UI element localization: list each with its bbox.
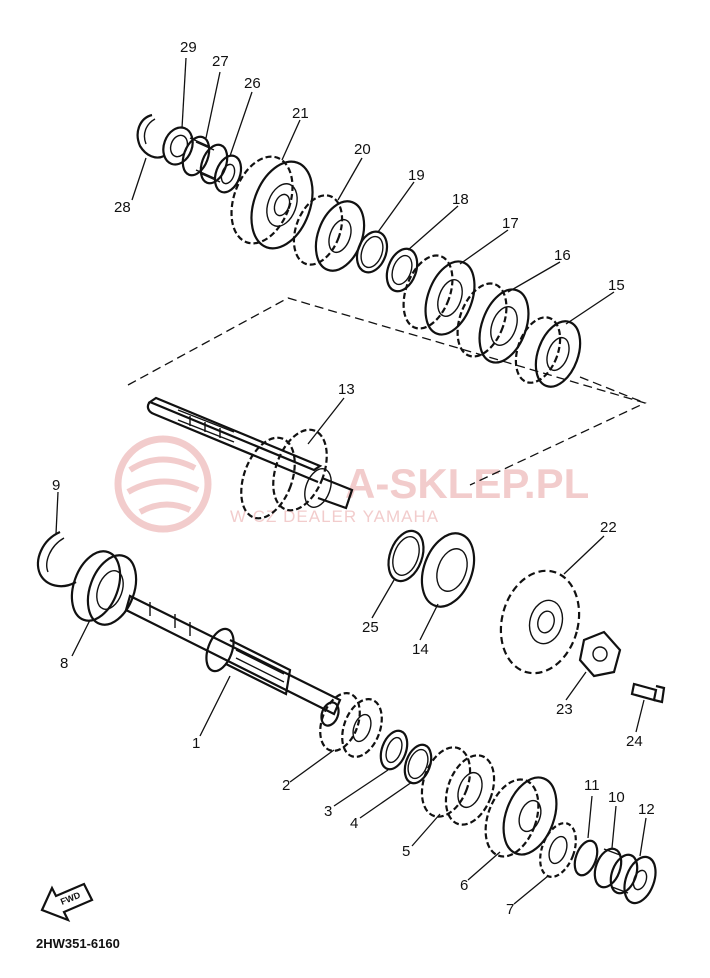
- callout-19: 19: [408, 167, 425, 184]
- watermark-brand: A-SKLEP.PL: [345, 460, 589, 507]
- callout-16: 16: [554, 247, 571, 264]
- watermark: A-SKLEP.PL W CZ DEALER YAMAHA: [114, 435, 589, 533]
- leader-lines: [55, 57, 647, 905]
- callout-15: 15: [608, 277, 625, 294]
- part-11-circlip: [573, 839, 599, 877]
- callout-6: 6: [460, 877, 468, 894]
- part-5-gear: [420, 746, 496, 826]
- part-21-gear: [230, 155, 314, 250]
- part-8-bearing: [70, 550, 138, 626]
- callout-numbers: 29 27 26 21 20 19 18 17 16 15 28 13 9 8 …: [52, 39, 655, 918]
- callout-23: 23: [556, 701, 573, 718]
- callout-9: 9: [52, 477, 60, 494]
- part-23-lock-washer: [578, 630, 622, 678]
- part-10-bearing: [593, 847, 639, 895]
- part-12-oil-seal: [623, 855, 657, 905]
- fwd-arrow-icon: FWD: [40, 882, 94, 923]
- subassembly-dashed-box: [127, 297, 647, 486]
- part-17-gear: [402, 254, 476, 336]
- part-22-sprocket: [499, 569, 581, 675]
- callout-22: 22: [600, 519, 617, 536]
- part-7-gear: [539, 822, 577, 878]
- callout-27: 27: [212, 53, 229, 70]
- part-1-main-axle: [124, 594, 342, 727]
- callout-2: 2: [282, 777, 290, 794]
- callout-11: 11: [584, 777, 600, 794]
- callout-20: 20: [354, 141, 371, 158]
- callout-25: 25: [362, 619, 379, 636]
- part-29-washer: [162, 126, 194, 166]
- callout-4: 4: [350, 815, 358, 832]
- part-26-washer: [213, 154, 243, 194]
- part-14-washer: [420, 532, 476, 608]
- callout-24: 24: [626, 733, 643, 750]
- diagram-code: 2HW351-6160: [36, 936, 120, 951]
- callout-5: 5: [402, 843, 410, 860]
- part-19-circlip: [355, 230, 389, 274]
- part-28-circlip: [136, 113, 165, 159]
- part-9-circlip: [36, 530, 77, 588]
- callout-1: 1: [192, 735, 200, 752]
- part-6-gear: [484, 776, 558, 858]
- part-2-gear: [319, 692, 383, 758]
- callout-12: 12: [638, 801, 655, 818]
- callout-8: 8: [60, 655, 68, 672]
- part-16-gear: [456, 282, 530, 364]
- part-3-washer: [379, 729, 409, 771]
- callout-3: 3: [324, 803, 332, 820]
- callout-28: 28: [114, 199, 131, 216]
- callout-18: 18: [452, 191, 469, 208]
- callout-14: 14: [412, 641, 429, 658]
- callout-13: 13: [338, 381, 355, 398]
- callout-17: 17: [502, 215, 519, 232]
- callout-26: 26: [244, 75, 261, 92]
- callout-10: 10: [608, 789, 625, 806]
- part-15-gear: [514, 316, 582, 388]
- part-27-needle-bearing: [181, 135, 229, 185]
- callout-29: 29: [180, 39, 197, 56]
- callout-21: 21: [292, 105, 309, 122]
- callout-7: 7: [506, 901, 514, 918]
- watermark-subtitle: W CZ DEALER YAMAHA: [230, 507, 439, 526]
- part-13-drive-axle: [146, 396, 354, 520]
- part-25-circlip: [387, 529, 425, 583]
- part-24-bolt: [630, 682, 666, 704]
